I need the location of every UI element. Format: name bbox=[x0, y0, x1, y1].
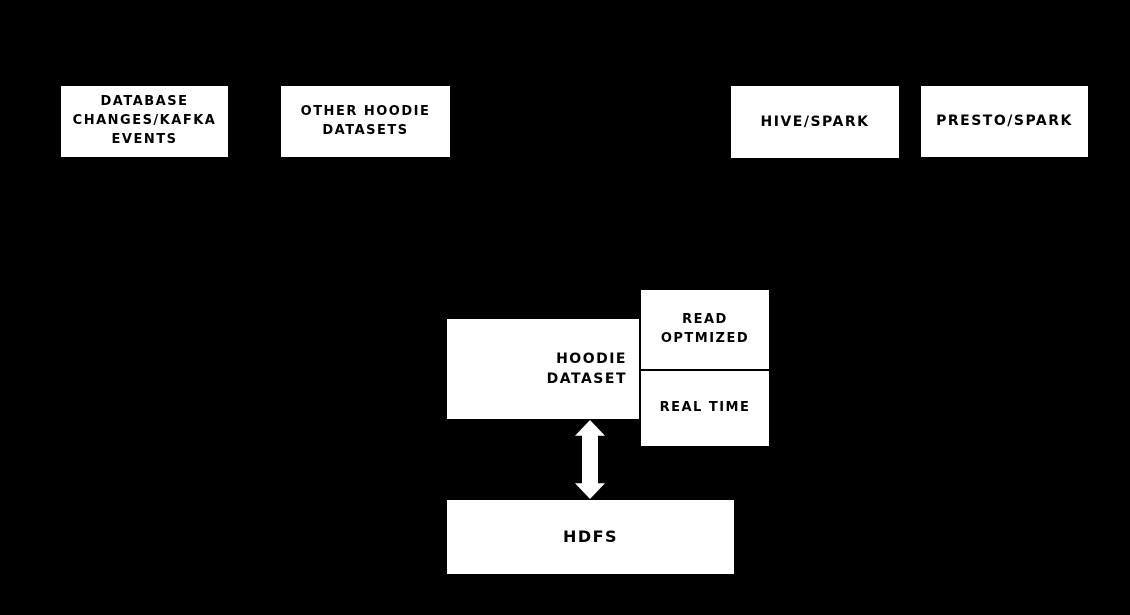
node-label: HIVE/SPARK bbox=[760, 113, 870, 130]
node-real-time-view: REAL TIME bbox=[641, 371, 769, 446]
node-label: PRESTO/SPARK bbox=[936, 113, 1073, 130]
node-label: OTHER HOODIE DATASETS bbox=[300, 103, 431, 138]
bidirectional-arrow-icon bbox=[575, 420, 605, 499]
node-read-optimized-view: READ OPTMIZED bbox=[641, 290, 769, 369]
node-database-changes-kafka-events: DATABASE CHANGES/KAFKA EVENTS bbox=[61, 86, 228, 157]
node-label: READ OPTMIZED bbox=[660, 311, 750, 346]
node-other-hoodie-datasets: OTHER HOODIE DATASETS bbox=[281, 86, 450, 157]
node-label: HDFS bbox=[562, 527, 619, 547]
node-hoodie-dataset: HOODIE DATASET bbox=[447, 319, 639, 419]
node-hdfs: HDFS bbox=[447, 500, 734, 574]
node-label: DATABASE CHANGES/KAFKA EVENTS bbox=[72, 94, 217, 147]
node-presto-spark: PRESTO/SPARK bbox=[921, 86, 1088, 157]
node-label: REAL TIME bbox=[659, 400, 751, 416]
node-hive-spark: HIVE/SPARK bbox=[731, 86, 899, 158]
node-label: HOODIE DATASET bbox=[546, 350, 627, 387]
